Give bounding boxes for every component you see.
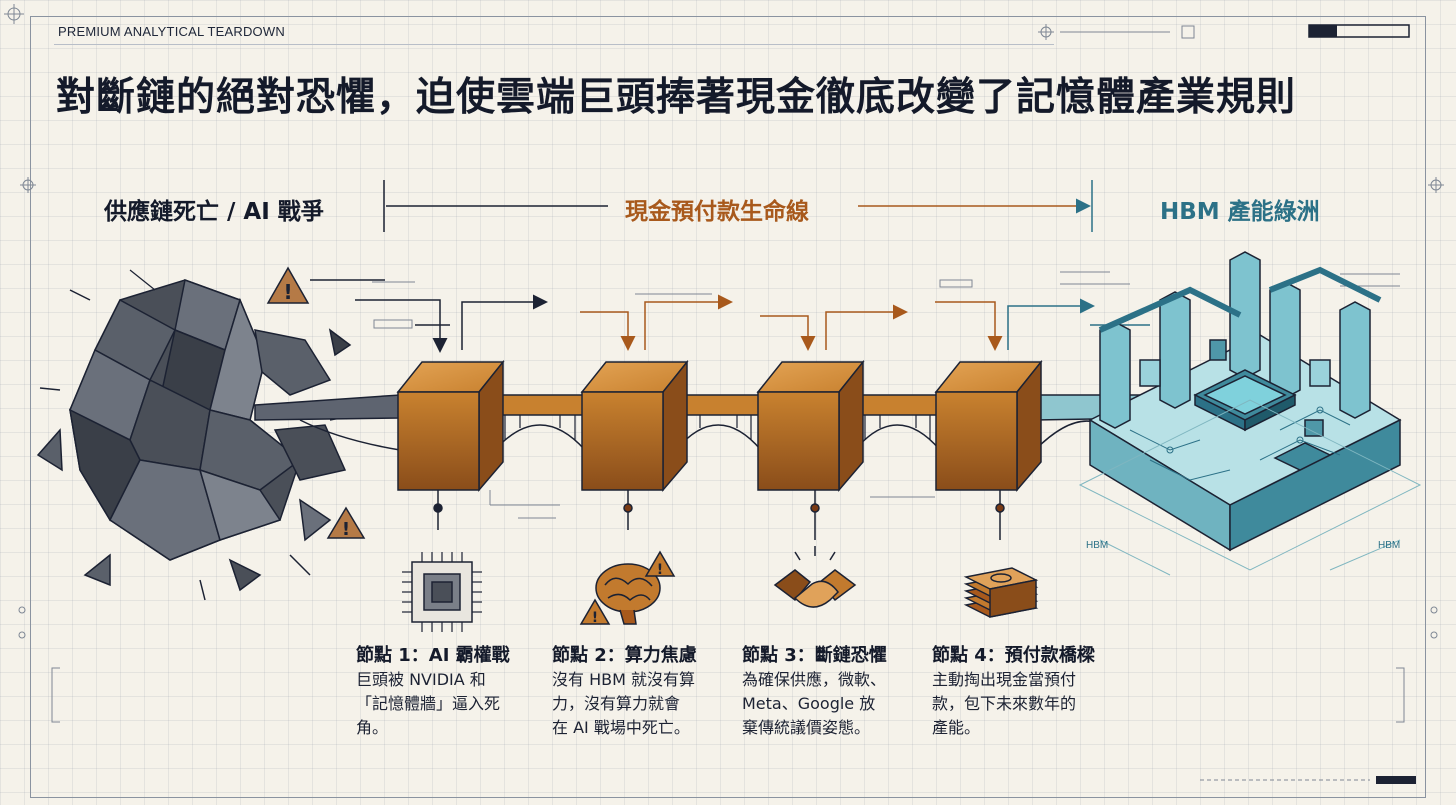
node-3-description: 為確保供應，微軟、 Meta、Google 放 棄傳統議價姿態。: [742, 668, 927, 740]
stage-label-cash-lifeline: 現金預付款生命線: [625, 199, 809, 225]
node-2-desc-line: 力，沒有算力就會: [552, 694, 681, 713]
node-3-desc-line: 棄傳統議價姿態。: [742, 718, 871, 737]
annotation-ticks: [372, 271, 1400, 519]
node-2-title: 節點 2：算力焦慮: [552, 645, 697, 666]
node-4-desc-line: 主動掏出現金當預付: [932, 670, 1077, 689]
bridge-block-4: [934, 359, 1043, 493]
node-1-desc-line: 角。: [356, 718, 389, 737]
flow-arrows: [310, 279, 1150, 353]
node-1-description: 巨頭被 NVIDIA 和 「記憶體牆」逼入死 角。: [356, 668, 541, 740]
node-3-title: 節點 3：斷鏈恐懼: [742, 645, 887, 666]
brain-warning-icon: ! !: [579, 550, 676, 626]
node-3-desc-line: 為確保供應，微軟、: [742, 670, 887, 689]
cash-stack-icon: [963, 567, 1039, 618]
node-4-description: 主動掏出現金當預付 款，包下未來數年的 產能。: [932, 668, 1117, 740]
page-title: 對斷鏈的絕對恐懼，迫使雲端巨頭捧著現金徹底改變了記憶體產業規則: [56, 75, 1297, 120]
svg-text:!: !: [657, 562, 663, 578]
node-4-desc-line: 款，包下未來數年的: [932, 694, 1077, 713]
warning-icon: ! !: [266, 266, 366, 540]
node-4-desc-line: 產能。: [932, 718, 981, 737]
bridge-block-1: [396, 359, 505, 493]
bridge-block-3: [756, 359, 865, 493]
chip-icon: [402, 552, 482, 632]
hbm-tag-right: HBM: [1378, 540, 1401, 551]
node-connectors: [433, 490, 1005, 540]
hbm-oasis-structure: [1088, 251, 1402, 552]
header-rule: [54, 44, 1054, 45]
header-label: PREMIUM ANALYTICAL TEARDOWN: [58, 24, 285, 39]
node-1-title: 節點 1：AI 霸權戰: [356, 645, 510, 666]
handshake-icon: [773, 546, 857, 608]
node-2-description: 沒有 HBM 就沒有算 力，沒有算力就會 在 AI 戰場中死亡。: [552, 668, 737, 740]
node-1-desc-line: 「記憶體牆」逼入死: [356, 694, 501, 713]
stage-flow-arrow: [383, 180, 1093, 232]
progress-gauge: [1200, 24, 1416, 784]
crosshair-marks: [4, 4, 1444, 723]
hbm-platform-outline: [1078, 399, 1422, 576]
node-4-title: 節點 4：預付款橋樑: [932, 645, 1095, 666]
node-2-desc-line: 沒有 HBM 就沒有算: [552, 670, 695, 689]
stage-label-hbm-oasis: HBM 產能綠洲: [1160, 199, 1320, 225]
node-2-desc-line: 在 AI 戰場中死亡。: [552, 718, 690, 737]
shattered-supply-chain: [36, 269, 356, 601]
stage-label-supply-chain-death: 供應鏈死亡 / AI 戰爭: [104, 199, 324, 225]
hbm-tag-left: HBM: [1086, 540, 1109, 551]
svg-text:!: !: [592, 610, 598, 626]
svg-text:!: !: [342, 519, 350, 540]
node-1-desc-line: 巨頭被 NVIDIA 和: [356, 670, 486, 689]
svg-text:!: !: [283, 280, 292, 304]
node-3-desc-line: Meta、Google 放: [742, 694, 876, 713]
bridge-block-2: [580, 359, 689, 493]
